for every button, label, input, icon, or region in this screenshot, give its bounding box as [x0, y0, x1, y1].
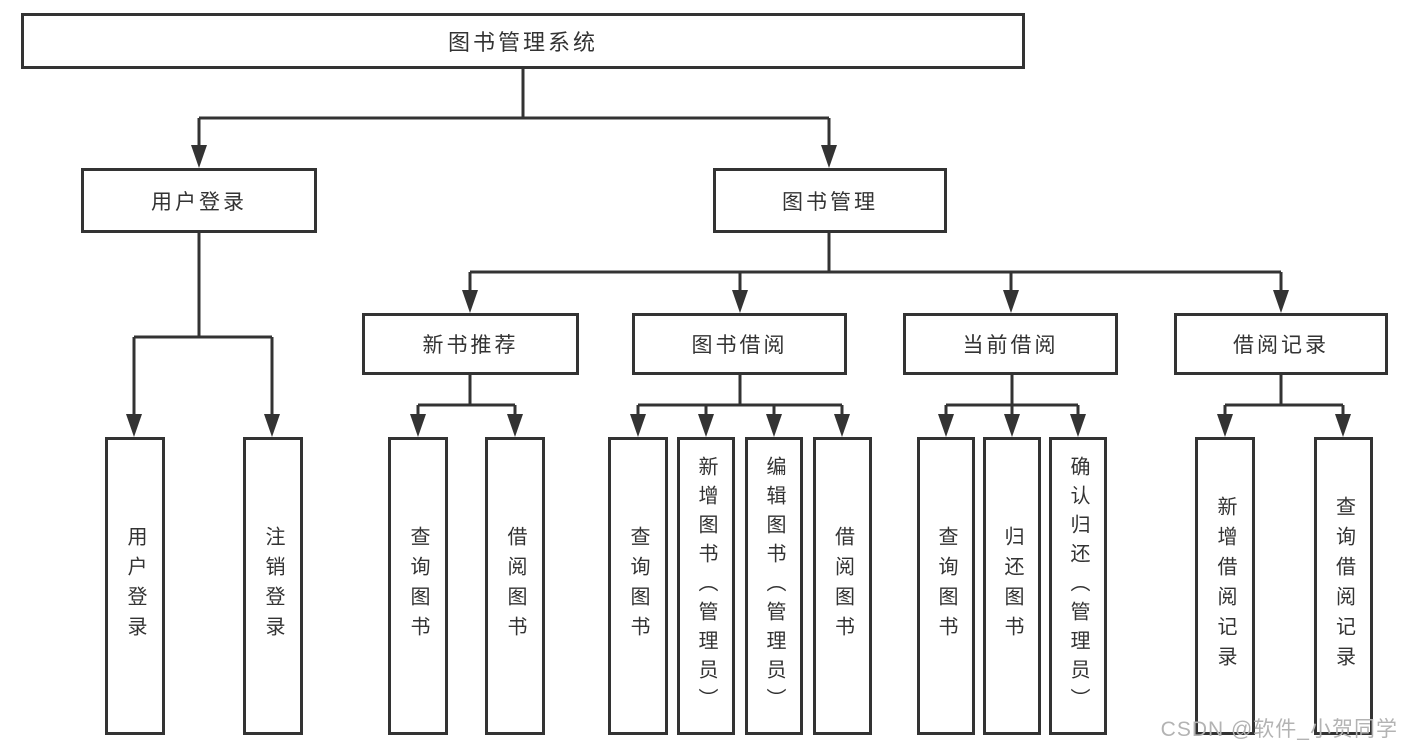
- node-current-borrow: 当前借阅: [903, 313, 1118, 375]
- leaf-query-book-recommend: 查询图书: [388, 437, 448, 735]
- leaf-query-book-current: 查询图书: [917, 437, 975, 735]
- leaf-logout: 注销登录: [243, 437, 303, 735]
- leaf-edit-book-admin: 编辑图书（管理员）: [745, 437, 803, 735]
- leaf-add-borrow-record: 新增借阅记录: [1195, 437, 1255, 735]
- arrowheads: [126, 145, 1351, 437]
- leaf-query-borrow-record: 查询借阅记录: [1314, 437, 1373, 735]
- node-library-system: 图书管理系统: [21, 13, 1025, 69]
- leaf-borrow-book: 借阅图书: [813, 437, 872, 735]
- csdn-watermark: CSDN @软件_小贺同学: [1160, 718, 1398, 741]
- node-new-book-recommend: 新书推荐: [362, 313, 579, 375]
- leaf-query-book-borrow: 查询图书: [608, 437, 668, 735]
- leaf-confirm-return-admin: 确认归还（管理员）: [1049, 437, 1107, 735]
- leaf-add-book-admin: 新增图书（管理员）: [677, 437, 735, 735]
- node-borrow-record: 借阅记录: [1174, 313, 1388, 375]
- node-user-login: 用户登录: [81, 168, 317, 233]
- node-book-borrow: 图书借阅: [632, 313, 847, 375]
- leaf-return-book: 归还图书: [983, 437, 1041, 735]
- leaf-user-login: 用户登录: [105, 437, 165, 735]
- node-book-management: 图书管理: [713, 168, 947, 233]
- leaf-borrow-book-recommend: 借阅图书: [485, 437, 545, 735]
